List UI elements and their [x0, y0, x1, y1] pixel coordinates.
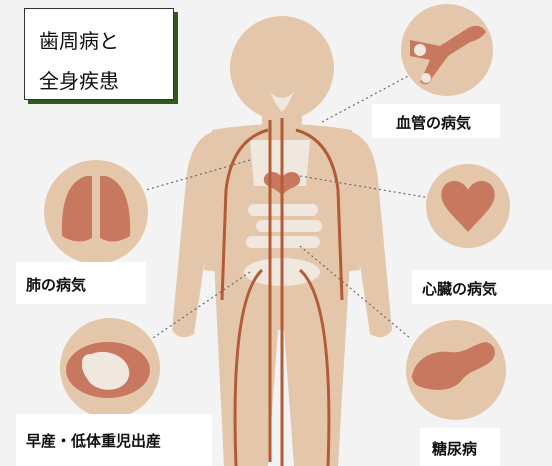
connector-lines	[145, 73, 431, 341]
heart-circle	[426, 164, 510, 248]
label-lung-disease: 肺の病気	[16, 262, 146, 304]
label-premature-birth: 早産・低体重児出産	[16, 414, 212, 466]
title-box: 歯周病と 全身疾患	[24, 8, 174, 100]
intestines	[246, 204, 322, 248]
lungs-icon	[61, 176, 92, 242]
head	[230, 16, 334, 120]
heart-icon	[441, 181, 495, 232]
vessel-circle	[401, 4, 493, 96]
blood-vessels	[220, 118, 344, 466]
title-line2: 全身疾患	[39, 69, 119, 93]
lung-circle	[44, 160, 148, 264]
left-arm	[172, 132, 214, 338]
fetus-circle	[60, 318, 160, 418]
title-line1: 歯周病と	[39, 29, 119, 53]
blood-vessel-icon	[410, 25, 486, 85]
label-heart-disease: 心臓の病気	[412, 270, 552, 304]
legs	[214, 260, 350, 466]
pancreas-circle	[406, 320, 506, 420]
label-vessel-disease: 血管の病気	[372, 104, 500, 138]
right-arm	[350, 132, 392, 338]
down-arrow-icon	[270, 92, 294, 112]
pancreas-icon	[412, 342, 495, 390]
label-diabetes: 糖尿病	[420, 428, 500, 466]
